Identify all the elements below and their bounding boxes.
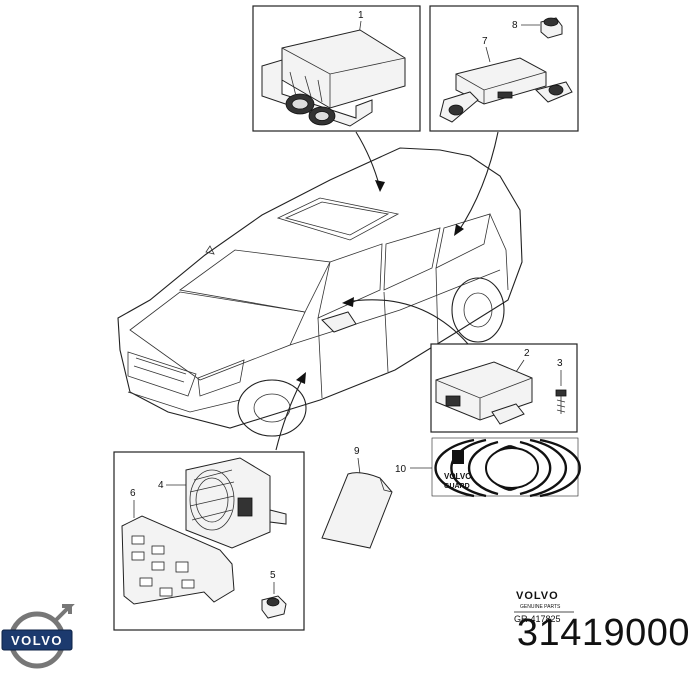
detail-box-part-1: 1 [252, 5, 421, 132]
callout-6: 6 [130, 488, 136, 499]
callout-2: 2 [524, 348, 530, 359]
callout-3: 3 [557, 358, 563, 369]
decal-text-volvo: VOLVO [444, 472, 471, 481]
label-part-9: 9 [321, 446, 393, 549]
volvo-logo: VOLVO [1, 604, 75, 669]
callout-4: 4 [158, 480, 164, 491]
pointer-arrows [275, 131, 499, 451]
logo-wordmark: VOLVO [11, 633, 63, 648]
decal-text-guard: GUARD [444, 483, 470, 490]
detail-box-part-7-8: 8 7 [429, 5, 579, 132]
callout-5: 5 [270, 570, 276, 581]
callout-8: 8 [512, 20, 518, 31]
stamp-ref: GR-417825 [514, 614, 561, 624]
decal-part-10: 10 VOLVO GUARD [395, 437, 581, 498]
detail-box-part-4-5-6: 4 6 5 [113, 451, 305, 631]
car-illustration [117, 147, 523, 437]
callout-1: 1 [358, 10, 364, 21]
callout-10: 10 [395, 464, 407, 475]
detail-box-part-2-3: 2 3 [430, 343, 578, 433]
part-number: 31419000 [516, 612, 690, 654]
callout-9: 9 [354, 446, 360, 457]
stamp-subtitle: GENUINE PARTS [520, 604, 561, 610]
genuine-parts-stamp: VOLVO GENUINE PARTS GR-417825 [514, 590, 574, 624]
stamp-brand: VOLVO [516, 590, 559, 602]
callout-7: 7 [482, 36, 488, 47]
